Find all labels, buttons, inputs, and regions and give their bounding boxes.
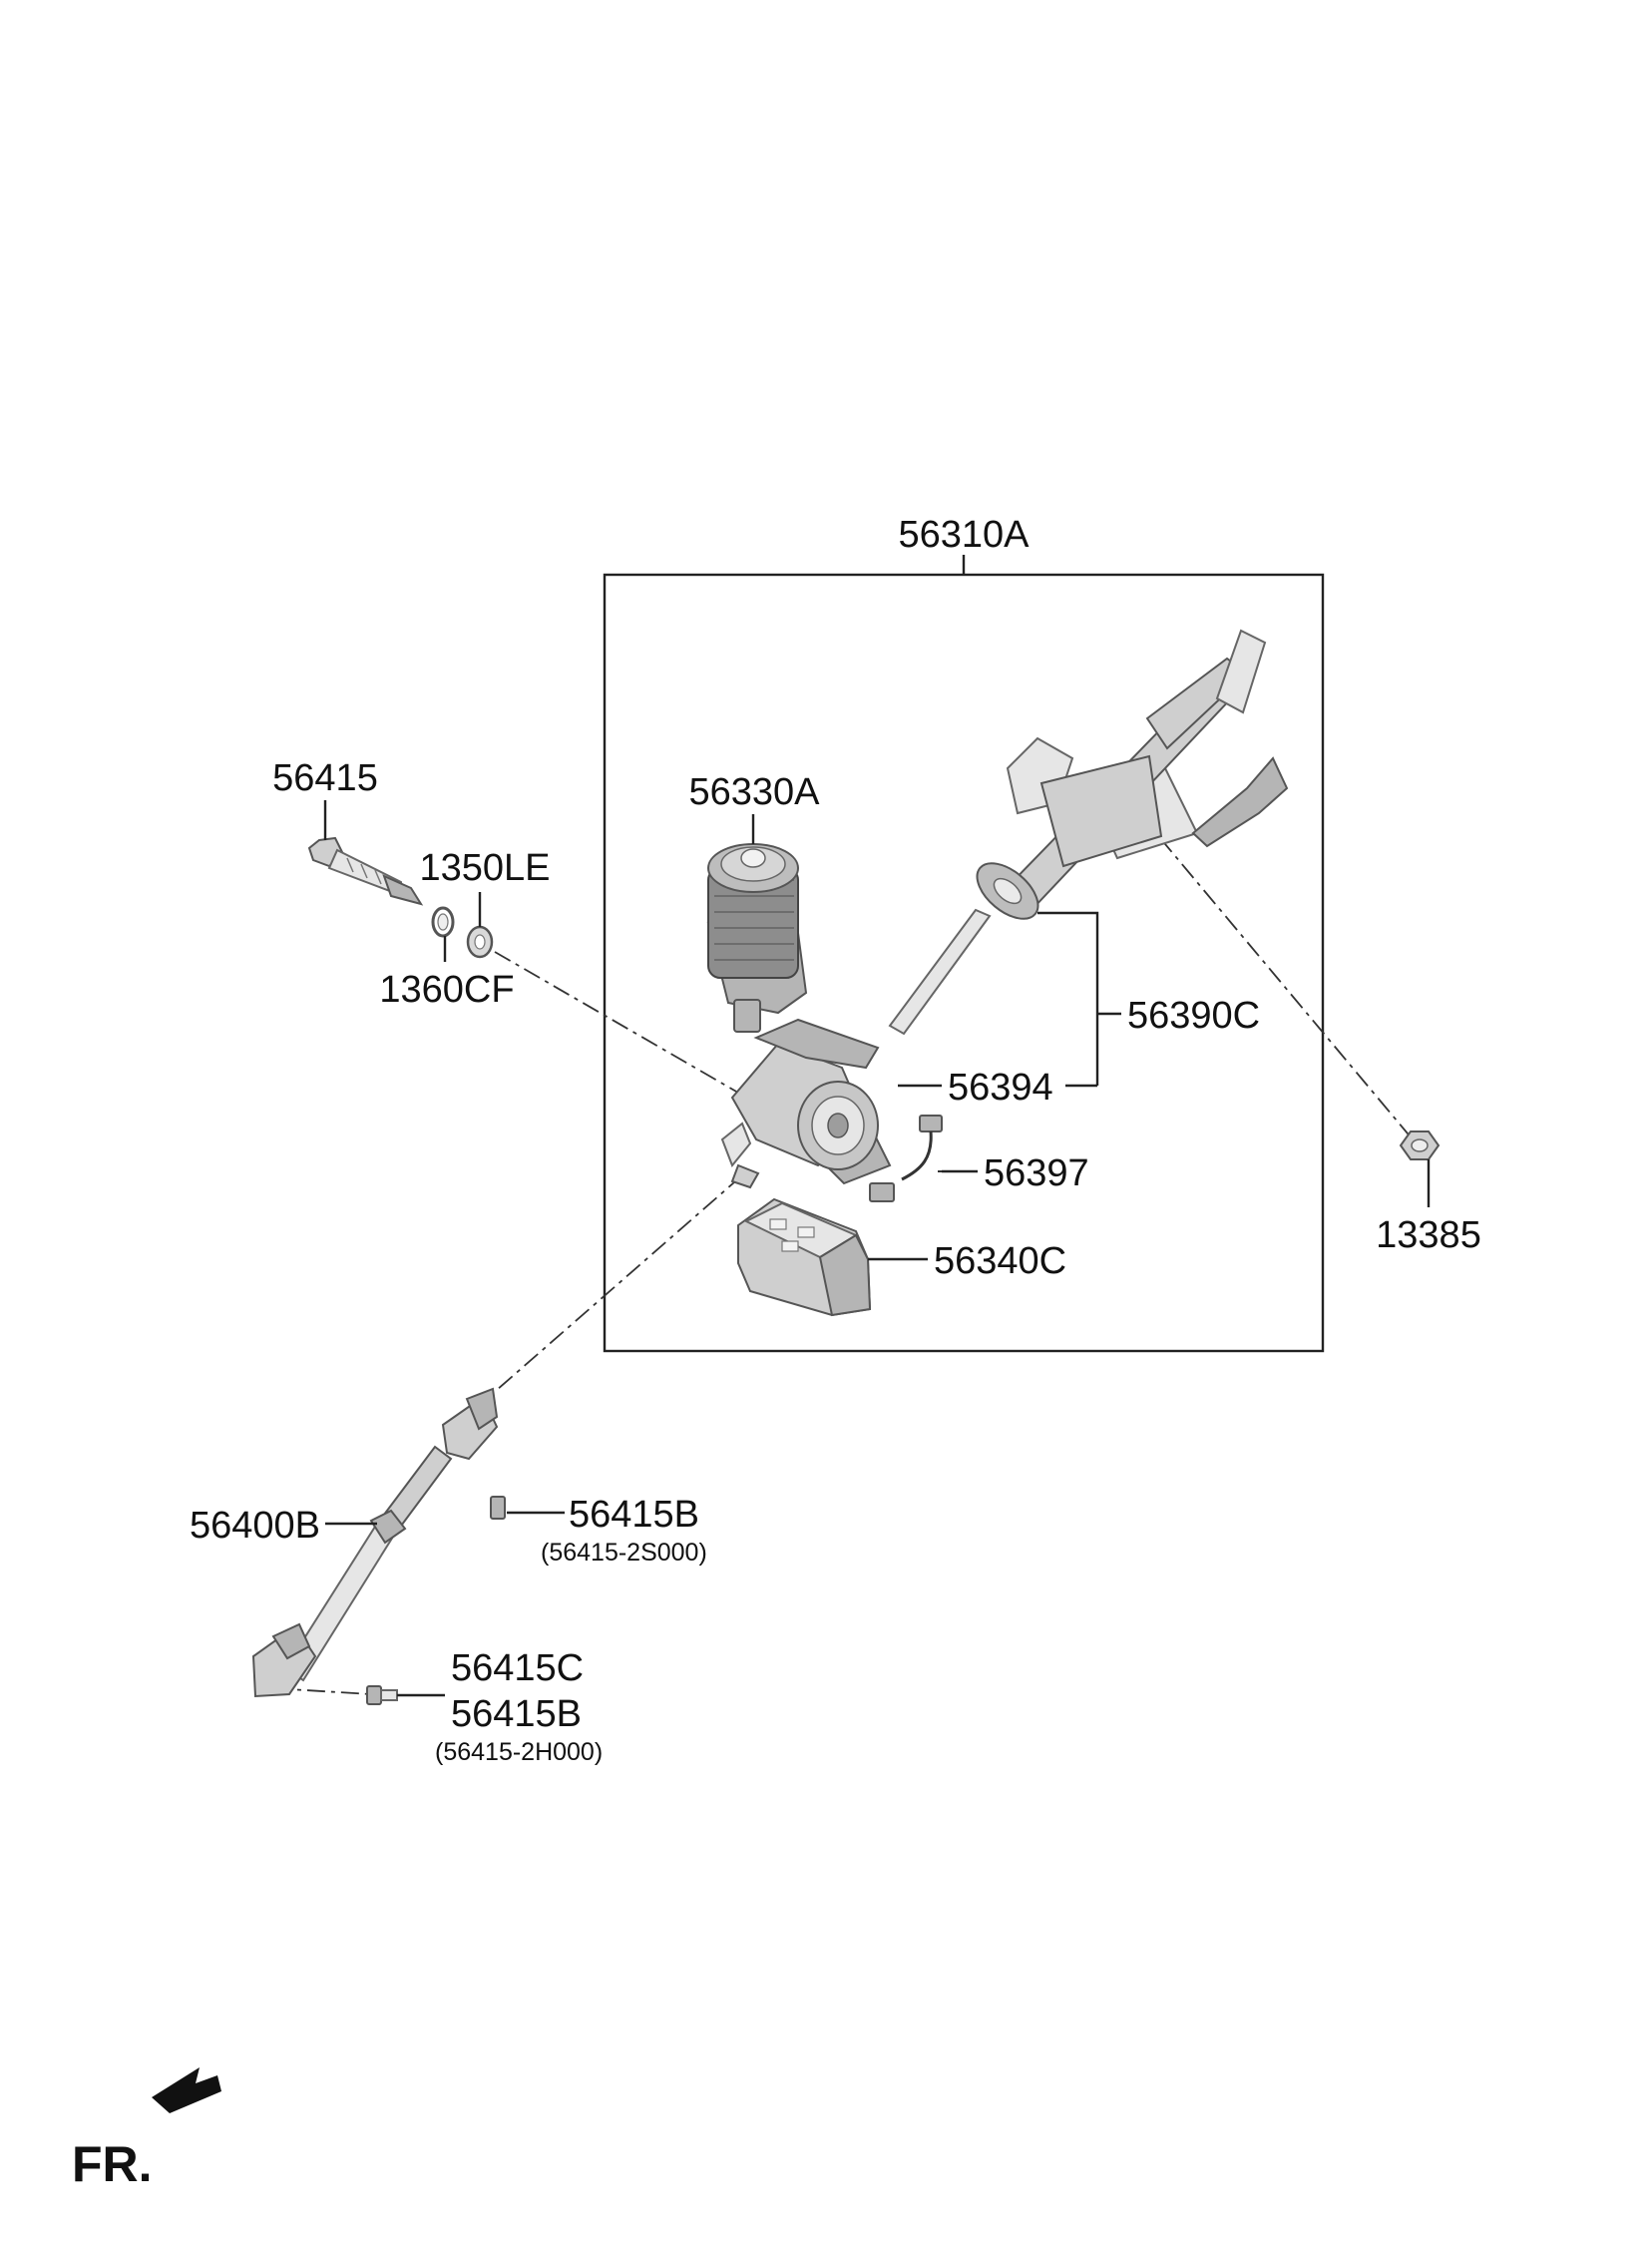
ecu-56340c xyxy=(737,1197,872,1317)
bolt-56415c xyxy=(366,1685,398,1705)
label-washer-cf: 1360CF xyxy=(379,969,514,1011)
joint-shaft-56400b xyxy=(251,1387,506,1698)
label-harness: 56397 xyxy=(984,1152,1089,1194)
label-bolt-lower-b: 56415B xyxy=(451,1693,582,1735)
label-column-set: 56390C xyxy=(1127,995,1260,1037)
column-56390c xyxy=(976,629,1289,920)
label-front: FR. xyxy=(72,2136,153,2192)
bolt-axis-line xyxy=(494,951,751,1101)
front-direction-arrow-icon xyxy=(152,2067,221,2113)
column-leader xyxy=(1037,911,1099,1086)
label-assembly: 56310A xyxy=(898,514,1030,556)
label-bolt-lower-pn: (56415-2H000) xyxy=(435,1738,603,1766)
shaft-axis-line xyxy=(496,1174,743,1391)
label-ecu: 56340C xyxy=(934,1240,1066,1282)
label-bolt: 56415 xyxy=(272,757,378,799)
housing-56394 xyxy=(720,908,992,1189)
nut-axis-line xyxy=(1159,837,1414,1140)
bolt-56415 xyxy=(307,836,424,906)
washer-1350le xyxy=(466,925,494,959)
motor-56330a xyxy=(706,843,808,1033)
label-bolt-upper: 56415B xyxy=(569,1494,699,1536)
label-nut: 13385 xyxy=(1376,1214,1481,1256)
label-motor: 56330A xyxy=(688,771,820,813)
label-washer-le: 1350LE xyxy=(419,847,550,889)
label-bolt-lower-c: 56415C xyxy=(451,1647,584,1689)
label-bolt-upper-pn: (56415-2S000) xyxy=(541,1539,707,1567)
label-housing: 56394 xyxy=(948,1067,1053,1109)
nut-13385 xyxy=(1399,1130,1441,1160)
washer-1360cf xyxy=(431,906,455,938)
label-joint-shaft: 56400B xyxy=(190,1505,320,1547)
